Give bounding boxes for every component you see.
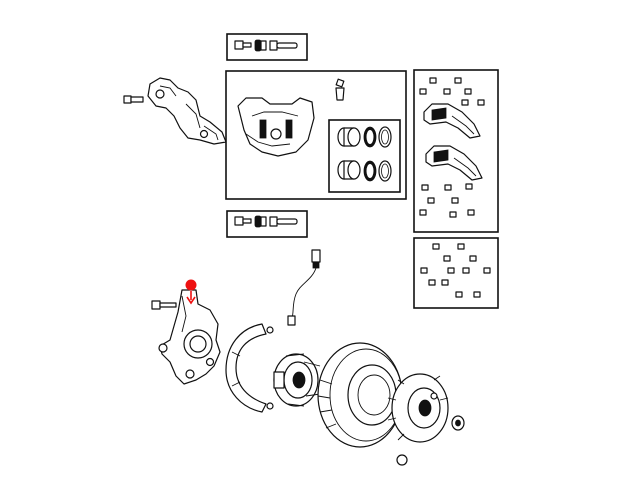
hub-bearing[interactable] [273,353,321,407]
wheel-speed-sensor[interactable] [287,249,321,326]
bracket-bolt-icon [123,95,144,104]
pad-clip-icons-bottom [419,183,475,218]
bolt-icon [234,216,252,226]
callout-marker [185,279,197,305]
seal-ring-lower-icons [363,160,392,182]
brake-pad-lower-icon [425,145,483,181]
brake-pad-upper-icon [423,103,481,139]
bolt-icon [234,40,252,50]
wheel-hub[interactable] [387,373,449,466]
caliper-body [237,97,315,157]
guide-pin-icon [269,216,298,227]
bushing-icon [254,39,267,52]
pad-clip-icons-top [419,77,485,106]
caliper-seal-kit[interactable] [328,119,401,193]
hub-stud-icons [387,375,449,441]
guide-pin-icon [269,40,298,51]
brake-pad-set[interactable] [413,69,499,233]
bushing-icon [254,215,267,228]
bolt-kit-middle[interactable] [226,210,308,238]
brake-rotor[interactable] [317,342,403,448]
bolt-kit-top[interactable] [226,33,308,61]
hardware-clip-icons [420,243,491,298]
knuckle-bolt-icon [151,300,177,310]
dust-shield[interactable] [225,323,274,413]
steering-knuckle[interactable] [151,289,221,385]
hub-nut[interactable] [451,415,465,431]
seal-ring-upper-icons [363,126,392,148]
piston-upper-icon [337,127,361,147]
wheel-stud-icons [285,353,321,407]
pad-hardware-kit[interactable] [413,237,499,309]
piston-lower-icon [337,160,361,180]
caliper-bracket[interactable] [123,77,227,145]
bleeder-screw-icon [335,78,345,101]
caliper-assembly[interactable] [225,70,407,200]
